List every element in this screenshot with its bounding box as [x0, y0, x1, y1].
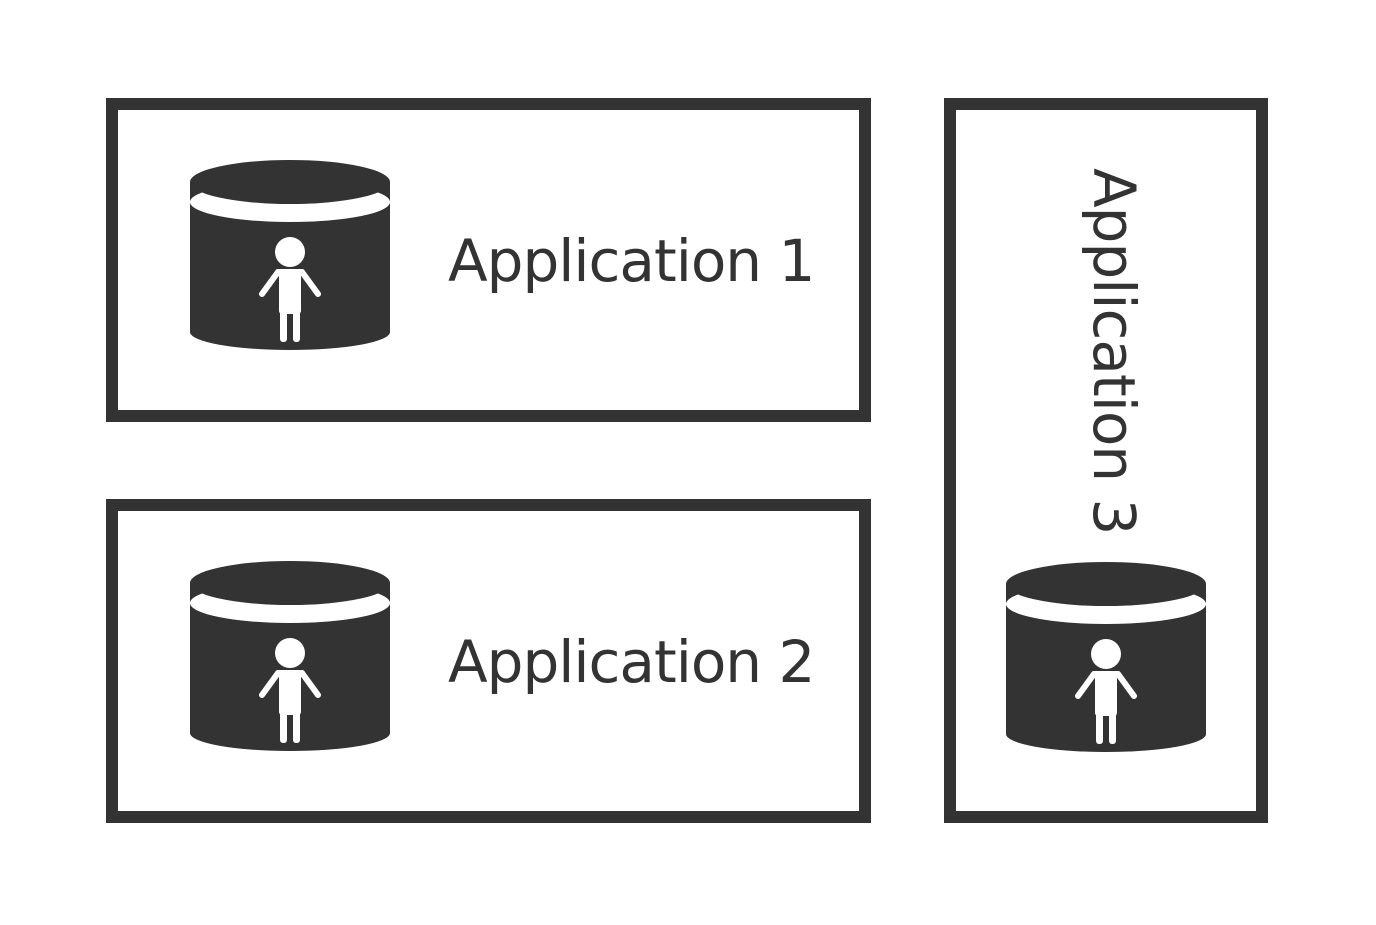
application-3-label: Application 3: [1080, 168, 1148, 535]
database-user-icon: [190, 160, 390, 360]
application-3-box: Application 3: [944, 98, 1268, 823]
application-1-box: Application 1: [106, 98, 871, 422]
application-1-label: Application 1: [448, 227, 815, 295]
database-user-icon: [1006, 562, 1206, 762]
application-2-label: Application 2: [448, 628, 815, 696]
application-2-box: Application 2: [106, 499, 871, 823]
database-user-icon: [190, 561, 390, 761]
